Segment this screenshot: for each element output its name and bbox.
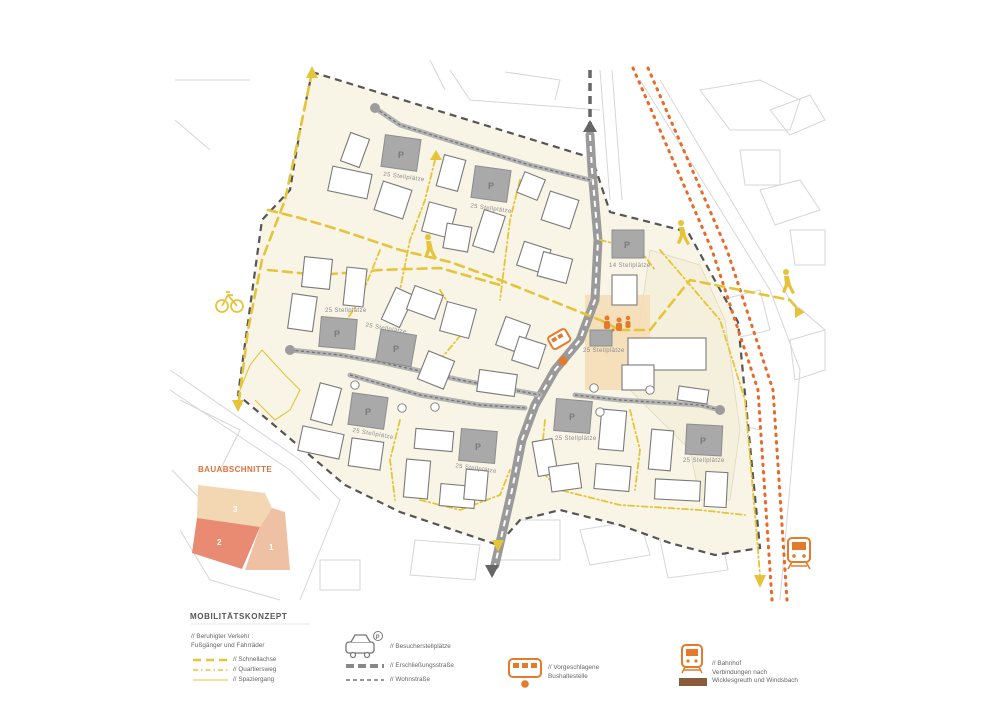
- rail-line: [631, 66, 774, 602]
- garage-label: 25 Stellplätze: [325, 308, 367, 314]
- walk-path-2: [237, 349, 263, 396]
- legend-walk: // Spaziergang: [233, 676, 275, 683]
- train-icon: [787, 537, 811, 570]
- bicycle-icon: [215, 291, 244, 313]
- stages-title: BAUABSCHNITTE: [198, 465, 273, 474]
- garage-label: 25 Stellplätze: [455, 463, 497, 475]
- parking-icon: P: [393, 344, 399, 354]
- parking-icon: P: [475, 442, 481, 452]
- rail-line-2: [646, 66, 789, 602]
- parking-icon: P: [365, 407, 371, 417]
- garage-label: 25 Stellplätze: [683, 458, 725, 464]
- legend-residential-road: // Wohnstraße: [390, 676, 431, 683]
- plaza-people-icon: [604, 315, 631, 332]
- garage-label: 25 Stellplätze: [383, 172, 425, 184]
- arrow-district-1: [492, 540, 504, 552]
- access-road: [485, 70, 603, 578]
- parking-icon: P: [569, 412, 575, 422]
- arrow-south: [485, 565, 499, 578]
- bus-icon: [547, 328, 572, 351]
- pedestrian-icon: [677, 220, 690, 245]
- legend-fast-axis: // Schnellachse: [233, 656, 277, 663]
- car-icon: P: [345, 631, 383, 659]
- legend-access-road: // Erschließungsstraße: [390, 662, 454, 669]
- stage-3-number: 3: [233, 505, 238, 514]
- legend-station: // Bahnhof Verbindungen nach Wicklesgreu…: [712, 660, 798, 684]
- parking-icon: P: [334, 329, 340, 339]
- parking-icon: P: [398, 150, 404, 160]
- arrow-north: [583, 120, 597, 132]
- arrow-fast-1: [232, 400, 244, 412]
- pedestrian-icon: [782, 269, 795, 294]
- site-boundary: [236, 70, 762, 557]
- arrow-district-2: [754, 575, 766, 588]
- walk-path: [254, 349, 301, 421]
- parking-icon: P: [488, 181, 494, 191]
- pedestrian-icon: [424, 234, 437, 259]
- construction-stages: 3 2 1: [192, 485, 290, 570]
- stage-2-number: 2: [217, 538, 222, 547]
- stage-3: [197, 485, 272, 527]
- parking-icon: P: [624, 240, 630, 250]
- stage-1-number: 1: [269, 543, 274, 552]
- visitor-parking-markers: [350, 380, 655, 417]
- legend-bus-stop: // Vorgeschlagene Bushaltestelle: [548, 664, 600, 680]
- arrow-fast-2: [795, 306, 805, 318]
- train-icon: [681, 644, 703, 674]
- parking-garages: P 25 Stellplätze P 25 Stellplätze P 25 S…: [318, 134, 725, 475]
- parking-icon: P: [376, 635, 380, 641]
- garage-label: 25 Stellplätze: [470, 203, 512, 215]
- legend-calmed-traffic: // Beruhigter Verkehr : Fußgänger und Fa…: [191, 633, 265, 649]
- stage-2: [192, 518, 260, 569]
- buildings: [286, 131, 729, 510]
- road-end-3: [715, 405, 725, 415]
- station-platform-swatch: [679, 678, 707, 686]
- road-end-2: [285, 345, 295, 355]
- legend-district-path: // Quartiersweg: [233, 666, 277, 673]
- stage-1: [245, 508, 290, 570]
- legend-visitor-parking: // Besucherstellplätze: [390, 643, 451, 650]
- parking-icon: P: [700, 436, 706, 446]
- bus-stop-dot: [558, 356, 568, 366]
- arrow-fast-3: [306, 66, 318, 78]
- bus-icon: [508, 658, 542, 688]
- garage-label: 14 Stellplätze: [609, 263, 651, 269]
- garage-label: 25 Stellplätze: [583, 348, 625, 354]
- garage-label: 25 Stellplätze: [555, 436, 597, 442]
- arrow-district-3: [430, 150, 442, 160]
- road-end-1: [370, 103, 380, 113]
- legend-title: MOBILITÄTSKONZEPT: [190, 612, 288, 621]
- legend-graphics: P: [191, 623, 707, 688]
